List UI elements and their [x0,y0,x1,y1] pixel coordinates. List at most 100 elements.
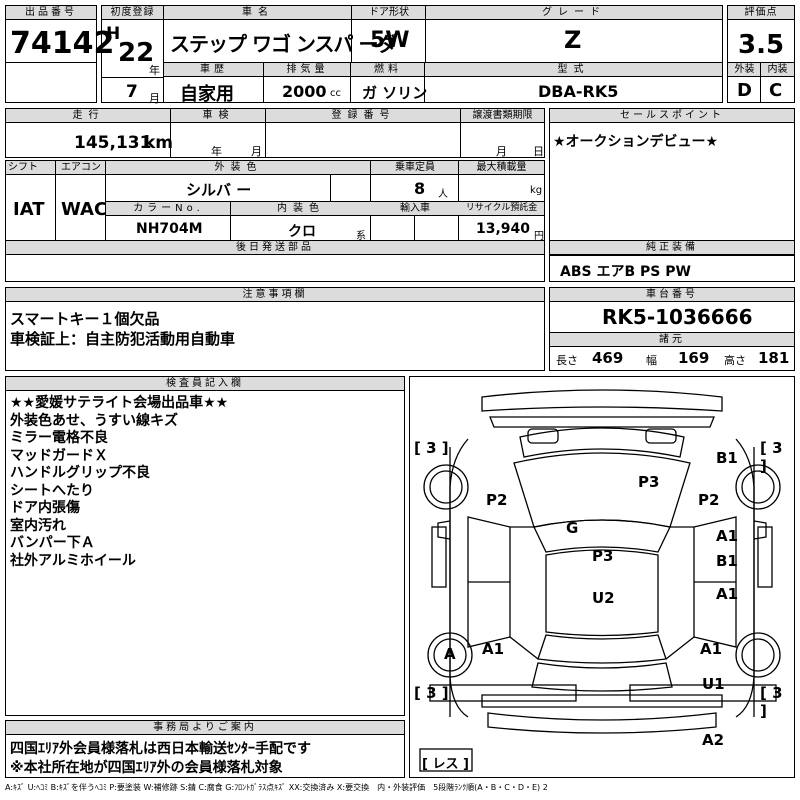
displacement-label: 排気量 [264,63,351,77]
reg-year: 22 [118,38,155,68]
mileage-label: 走行 [6,109,171,123]
spare-tire: [ レス ] [422,757,469,772]
load-label: 最大積載量 [459,161,544,175]
transfer-label: 譲渡書類期限 [461,109,544,123]
office-label: 事務局よりご案内 [6,721,404,735]
width-label: 幅 [646,354,657,367]
year-unit: 年 [149,64,160,77]
row2-box: 走行 車検 登録番号 譲渡書類期限 145,131 km 年 月 月 日 [5,108,545,158]
inspection-label: 車検 [171,109,266,123]
specs-label: 諸元 [550,332,794,347]
first-reg-box: 初度登録 H 22 年 7 月 [101,5,164,105]
ext-color: シルバ ー [186,181,252,199]
fuel: ガ ソリン [362,84,428,102]
caution-label: 注意事項欄 [6,288,544,302]
tire-front-left: [ 3 ] [414,439,449,457]
tire-rear-right: [ 3 ] [760,684,783,720]
equipment-box: 純正装備 ABS エアB PS PW [549,240,795,282]
caution-line-2: 車検証上：自主防犯活動用自動車 [10,330,236,348]
inspector-line: バンパー下Ａ [10,535,95,551]
recycle-unit: 円 [534,231,544,242]
color-no: NH704M [136,221,203,237]
damage-mark: P2 [486,491,508,509]
chassis-label: 車台番号 [550,288,794,302]
later-parts-box: 後日発送部品 [5,240,545,282]
displacement-unit: cc [330,88,341,99]
recycle-label: リサイクル預託金 [459,202,544,216]
capacity-unit: 人 [438,189,448,200]
damage-mark: P2 [698,491,720,509]
length: 469 [592,349,624,367]
inspector-line: ハンドルグリップ不良 [10,465,150,481]
model: DBA-RK5 [538,82,619,101]
car-name: ステップ ワゴ ンスパ ーダ [170,32,397,56]
height: 181 [758,349,790,367]
score: 3.5 [738,30,785,60]
ac-label: エアコン [56,161,106,175]
sales-point: ★オークションデビュー★ [553,134,719,150]
score-label: 評価点 [728,6,794,20]
damage-mark: B1 [716,449,738,467]
damage-mark: A1 [482,640,505,658]
transfer-month-unit: 月 [496,145,507,158]
displacement: 2000 [282,82,327,101]
car-diagram: [ 3 ] [ 3 ] [ 3 ] [ 3 ] [ レス ] B1 P3 P2 … [409,376,795,778]
mileage-unit: km [144,133,174,153]
inspector-notes: ★★愛媛サテライト会場出品車★★ 外装色あせ、うすい線キズ ミラー電格不良 マッ… [10,395,228,570]
damage-mark: G [566,519,579,537]
damage-mark: A [444,645,456,663]
exterior-score: D [737,80,752,101]
capacity: 8 [414,179,426,198]
office-line-2: ※本社所在地が四国ｴﾘｱ外の会員様落札対象 [10,760,283,776]
inspector-box: 検査員記入欄 ★★愛媛サテライト会場出品車★★ 外装色あせ、うすい線キズ ミラー… [5,376,405,716]
damage-mark: U2 [592,589,615,607]
equipment: ABS エアB PS PW [560,264,691,280]
inspector-label: 検査員記入欄 [6,377,404,391]
damage-mark: B1 [716,552,738,570]
later-parts-label: 後日発送部品 [6,241,544,255]
damage-mark: A1 [716,585,739,603]
length-label: 長さ [556,354,578,367]
capacity-label: 乗車定員 [371,161,459,175]
reg-month: 7 [126,82,138,102]
inspector-line: 外装色あせ、うすい線キズ [10,412,178,429]
inspector-line: ミラー電格不良 [10,430,108,446]
damage-mark: P3 [638,473,660,491]
damage-mark: U1 [702,675,725,693]
office-box: 事務局よりご案内 四国ｴﾘｱ外会員様落札は西日本輸送ｾﾝﾀｰ手配です ※本社所在… [5,720,405,778]
fuel-label: 燃料 [351,63,425,77]
interior-score: C [769,80,783,101]
chassis-number: RK5-1036666 [602,305,753,329]
tire-front-right: [ 3 ] [760,439,783,475]
history: 自家用 [180,84,234,105]
shift-label: シフト [6,161,56,175]
recycle: 13,940 [476,221,531,237]
damage-mark: A1 [716,527,739,545]
inspector-line: 社外アルミホイール [10,552,136,569]
ac: WAC [61,199,108,220]
car-outline-diagram [419,389,781,772]
car-name-label: 車名 [164,6,352,20]
lot-label: 出品番号 [6,6,96,20]
inspector-line: マッドガードＸ [10,447,108,464]
row3-box: シフト エアコン 外装色 乗車定員 最大積載量 IAT WAC シルバ ー 8 … [5,160,545,242]
office-line-1: 四国ｴﾘｱ外会員様落札は西日本輸送ｾﾝﾀｰ手配です [10,741,311,757]
door-label: ドア形状 [352,6,426,20]
damage-mark: A1 [700,640,723,658]
equipment-label: 純正装備 [550,241,794,255]
door-type: 5W [370,28,410,53]
width: 169 [678,349,710,367]
import-label: 輸入車 [371,202,459,216]
car-info-box: 車名 ドア形状 グレード ステップ ワゴ ンスパ ーダ 5W Z 車歴 排気量 … [163,5,723,105]
shift: IAT [13,199,45,220]
sales-point-box: セールスポイント ★オークションデビュー★ [549,108,795,256]
int-color: クロ [288,224,316,240]
model-label: 型式 [425,63,722,77]
transfer-day-unit: 日 [533,145,544,158]
mileage: 145,131 [74,133,152,153]
lot-box: 出品番号 74142 [5,5,114,103]
era: H [106,24,121,44]
inspector-line: ★★愛媛サテライト会場出品車★★ [10,395,229,411]
plate-label: 登録番号 [266,109,461,123]
insp-month-unit: 月 [251,145,262,158]
